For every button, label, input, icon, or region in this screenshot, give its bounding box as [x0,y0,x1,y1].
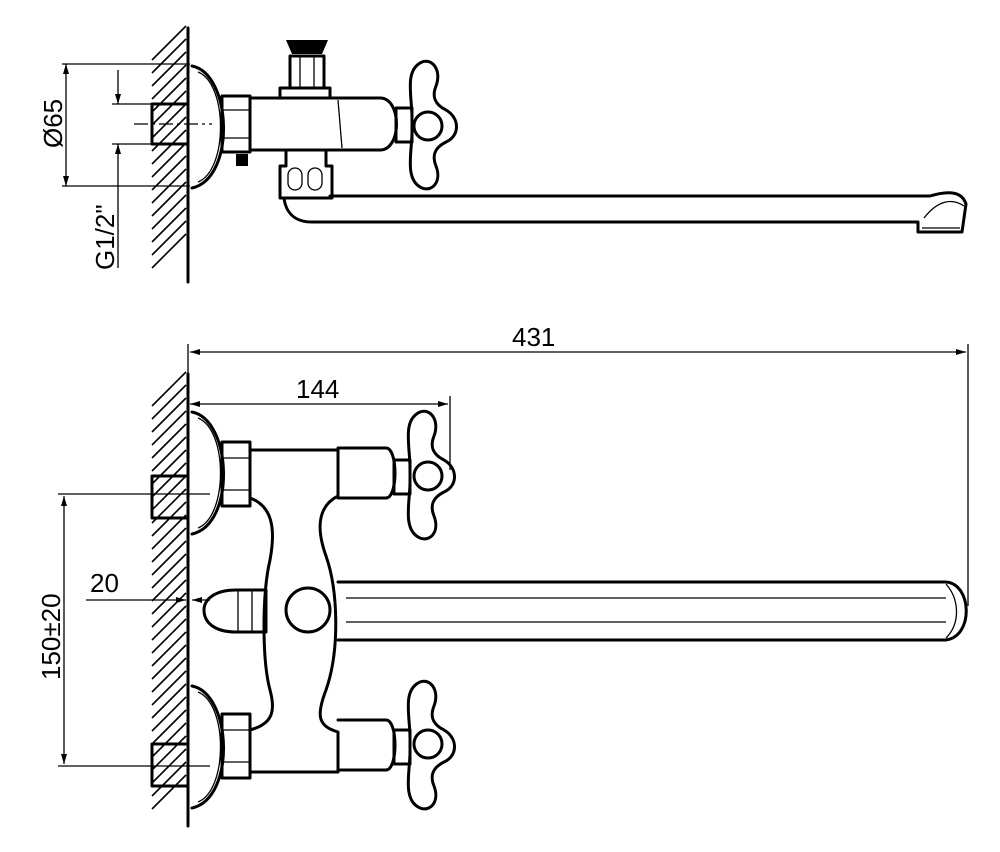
spout-pivot [284,586,332,634]
wall-hatch-line [151,436,187,472]
wall-hatch-line [151,77,187,113]
wall-hatch-line [151,475,187,511]
wall-hatch-line [151,514,187,550]
wall-hatch-line [151,397,187,433]
top-view: Ø65 G1/2" [38,25,968,284]
cross-handle-lower [406,679,456,811]
wall-front [151,371,190,828]
wall-hatch-line [151,618,187,654]
dim-outlet-offset: 20 [90,568,119,598]
diverter-knob [286,40,328,54]
wall-hatch-line [151,181,187,217]
lower-valve-body [336,718,397,772]
outlet-block [278,148,334,200]
wall-hatch-line [151,644,187,680]
wall-hatch-line [151,38,187,74]
flange-rosette [190,64,225,190]
wall-hatch-line [151,566,187,602]
upper-pipe-stub [150,474,190,520]
lower-pipe-stub [150,742,190,788]
front-view: 431 144 150±20 20 [36,322,969,828]
connection-nut [220,94,252,154]
wall-hatch-line [151,410,187,446]
upper-nut [220,440,252,508]
wall-hatch-line [151,735,187,771]
wall-hatch-line [151,709,187,745]
wall-hatch-line [151,90,187,126]
dim-handle-reach: 144 [296,374,339,404]
lower-rosette [190,684,225,810]
wall-hatch-line [151,155,187,191]
upper-valve-body [336,446,397,500]
wall-hatch-line [151,129,187,165]
spout-front [336,580,968,642]
wall-hatch-line [151,761,187,797]
wall-hatch-line [151,142,187,178]
wall-hatch-line [151,540,187,576]
shower-outlet-nut [202,588,268,634]
wall-hatch-line [151,774,187,810]
wall-hatch-line [151,449,187,485]
wall-hatch-line [151,722,187,758]
dim-total-length: 431 [512,322,555,352]
mixer-body [248,96,398,152]
wall-hatch-line [151,423,187,459]
wall-hatch-line [151,579,187,615]
wall-hatch-line [151,683,187,719]
wall-hatch-line [151,462,187,498]
wall-hatch-line [151,631,187,667]
wall-hatch-line [151,670,187,706]
wall-hatch-line [151,233,187,269]
wall-hatch-line [151,657,187,693]
wall-hatch-line [151,25,187,61]
wall-hatch-line [151,207,187,243]
upper-rosette [190,410,225,536]
dim-diameter: Ø65 [38,99,68,148]
wall-hatch-line [151,371,187,407]
wall-hatch-line [151,696,187,732]
wall-hatch-line [151,553,187,589]
wall-hatch-line [151,220,187,256]
mixer-body-front [248,448,340,774]
wall-hatch-line [151,64,187,100]
wall-hatch-line [151,194,187,230]
cross-handle-top [408,59,458,191]
wall-hatch-line [151,384,187,420]
lower-nut [220,712,252,780]
wall-hatch-line [151,103,187,139]
dim-center-distance: 150±20 [36,593,66,680]
wall-hatch-line [151,51,187,87]
spout-top [282,191,968,234]
wall-hatch-line [151,605,187,641]
dim-thread: G1/2" [90,204,120,270]
wall-hatch-line [151,527,187,563]
cross-handle-upper [406,409,456,541]
